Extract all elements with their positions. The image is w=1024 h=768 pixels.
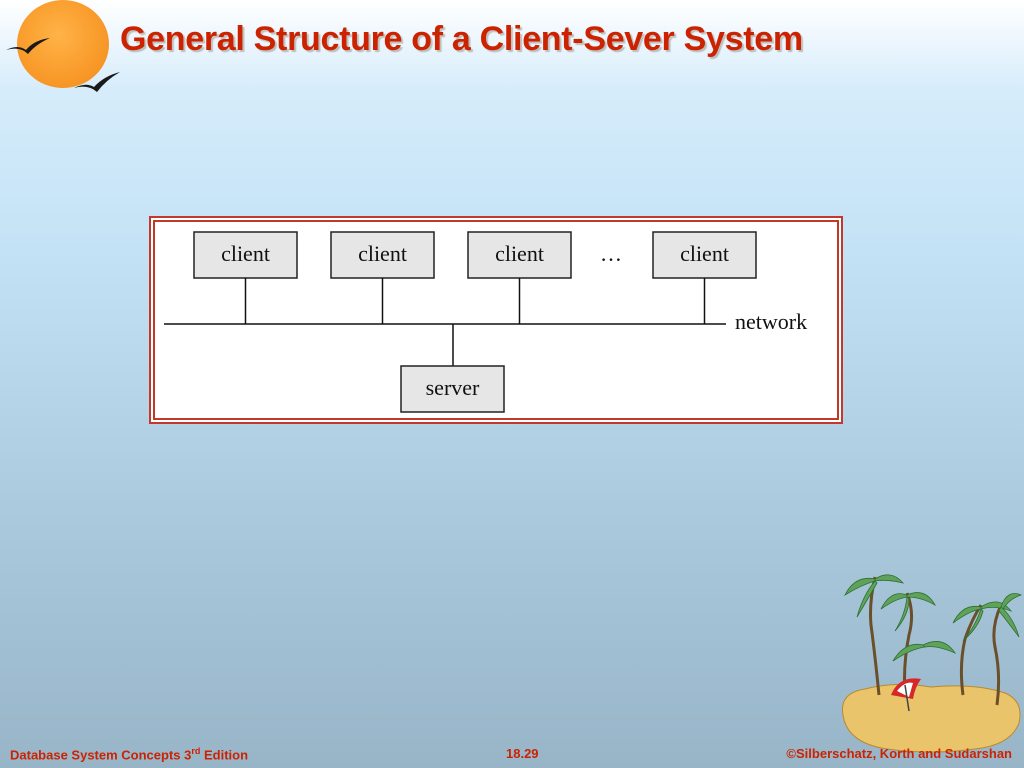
network-label: network	[735, 309, 807, 334]
client-node: client	[467, 231, 572, 279]
client-label: client	[680, 241, 729, 266]
island-icon	[841, 574, 1023, 753]
client-server-diagram: client client client … client network	[149, 216, 843, 424]
client-label: client	[221, 241, 270, 266]
server-label: server	[426, 375, 480, 400]
bird-icon	[6, 38, 50, 54]
server-node: server	[400, 365, 505, 413]
footer-copyright: ©Silberschatz, Korth and Sudarshan	[786, 746, 1012, 761]
client-label: client	[358, 241, 407, 266]
client-connectors	[244, 278, 706, 324]
ellipsis-label: …	[600, 241, 622, 266]
client-node: client	[652, 231, 757, 279]
client-label: client	[495, 241, 544, 266]
sun-icon	[17, 0, 109, 88]
diagram-canvas: client client client … client network	[164, 231, 807, 413]
client-node: client	[330, 231, 435, 279]
footer-page-number: 18.29	[506, 746, 539, 761]
client-node: client	[193, 231, 298, 279]
page-title: General Structure of a Client-Sever Syst…	[120, 20, 803, 58]
footer-book-title: Database System Concepts 3rd Edition	[10, 746, 249, 763]
bird-icon	[74, 72, 120, 92]
